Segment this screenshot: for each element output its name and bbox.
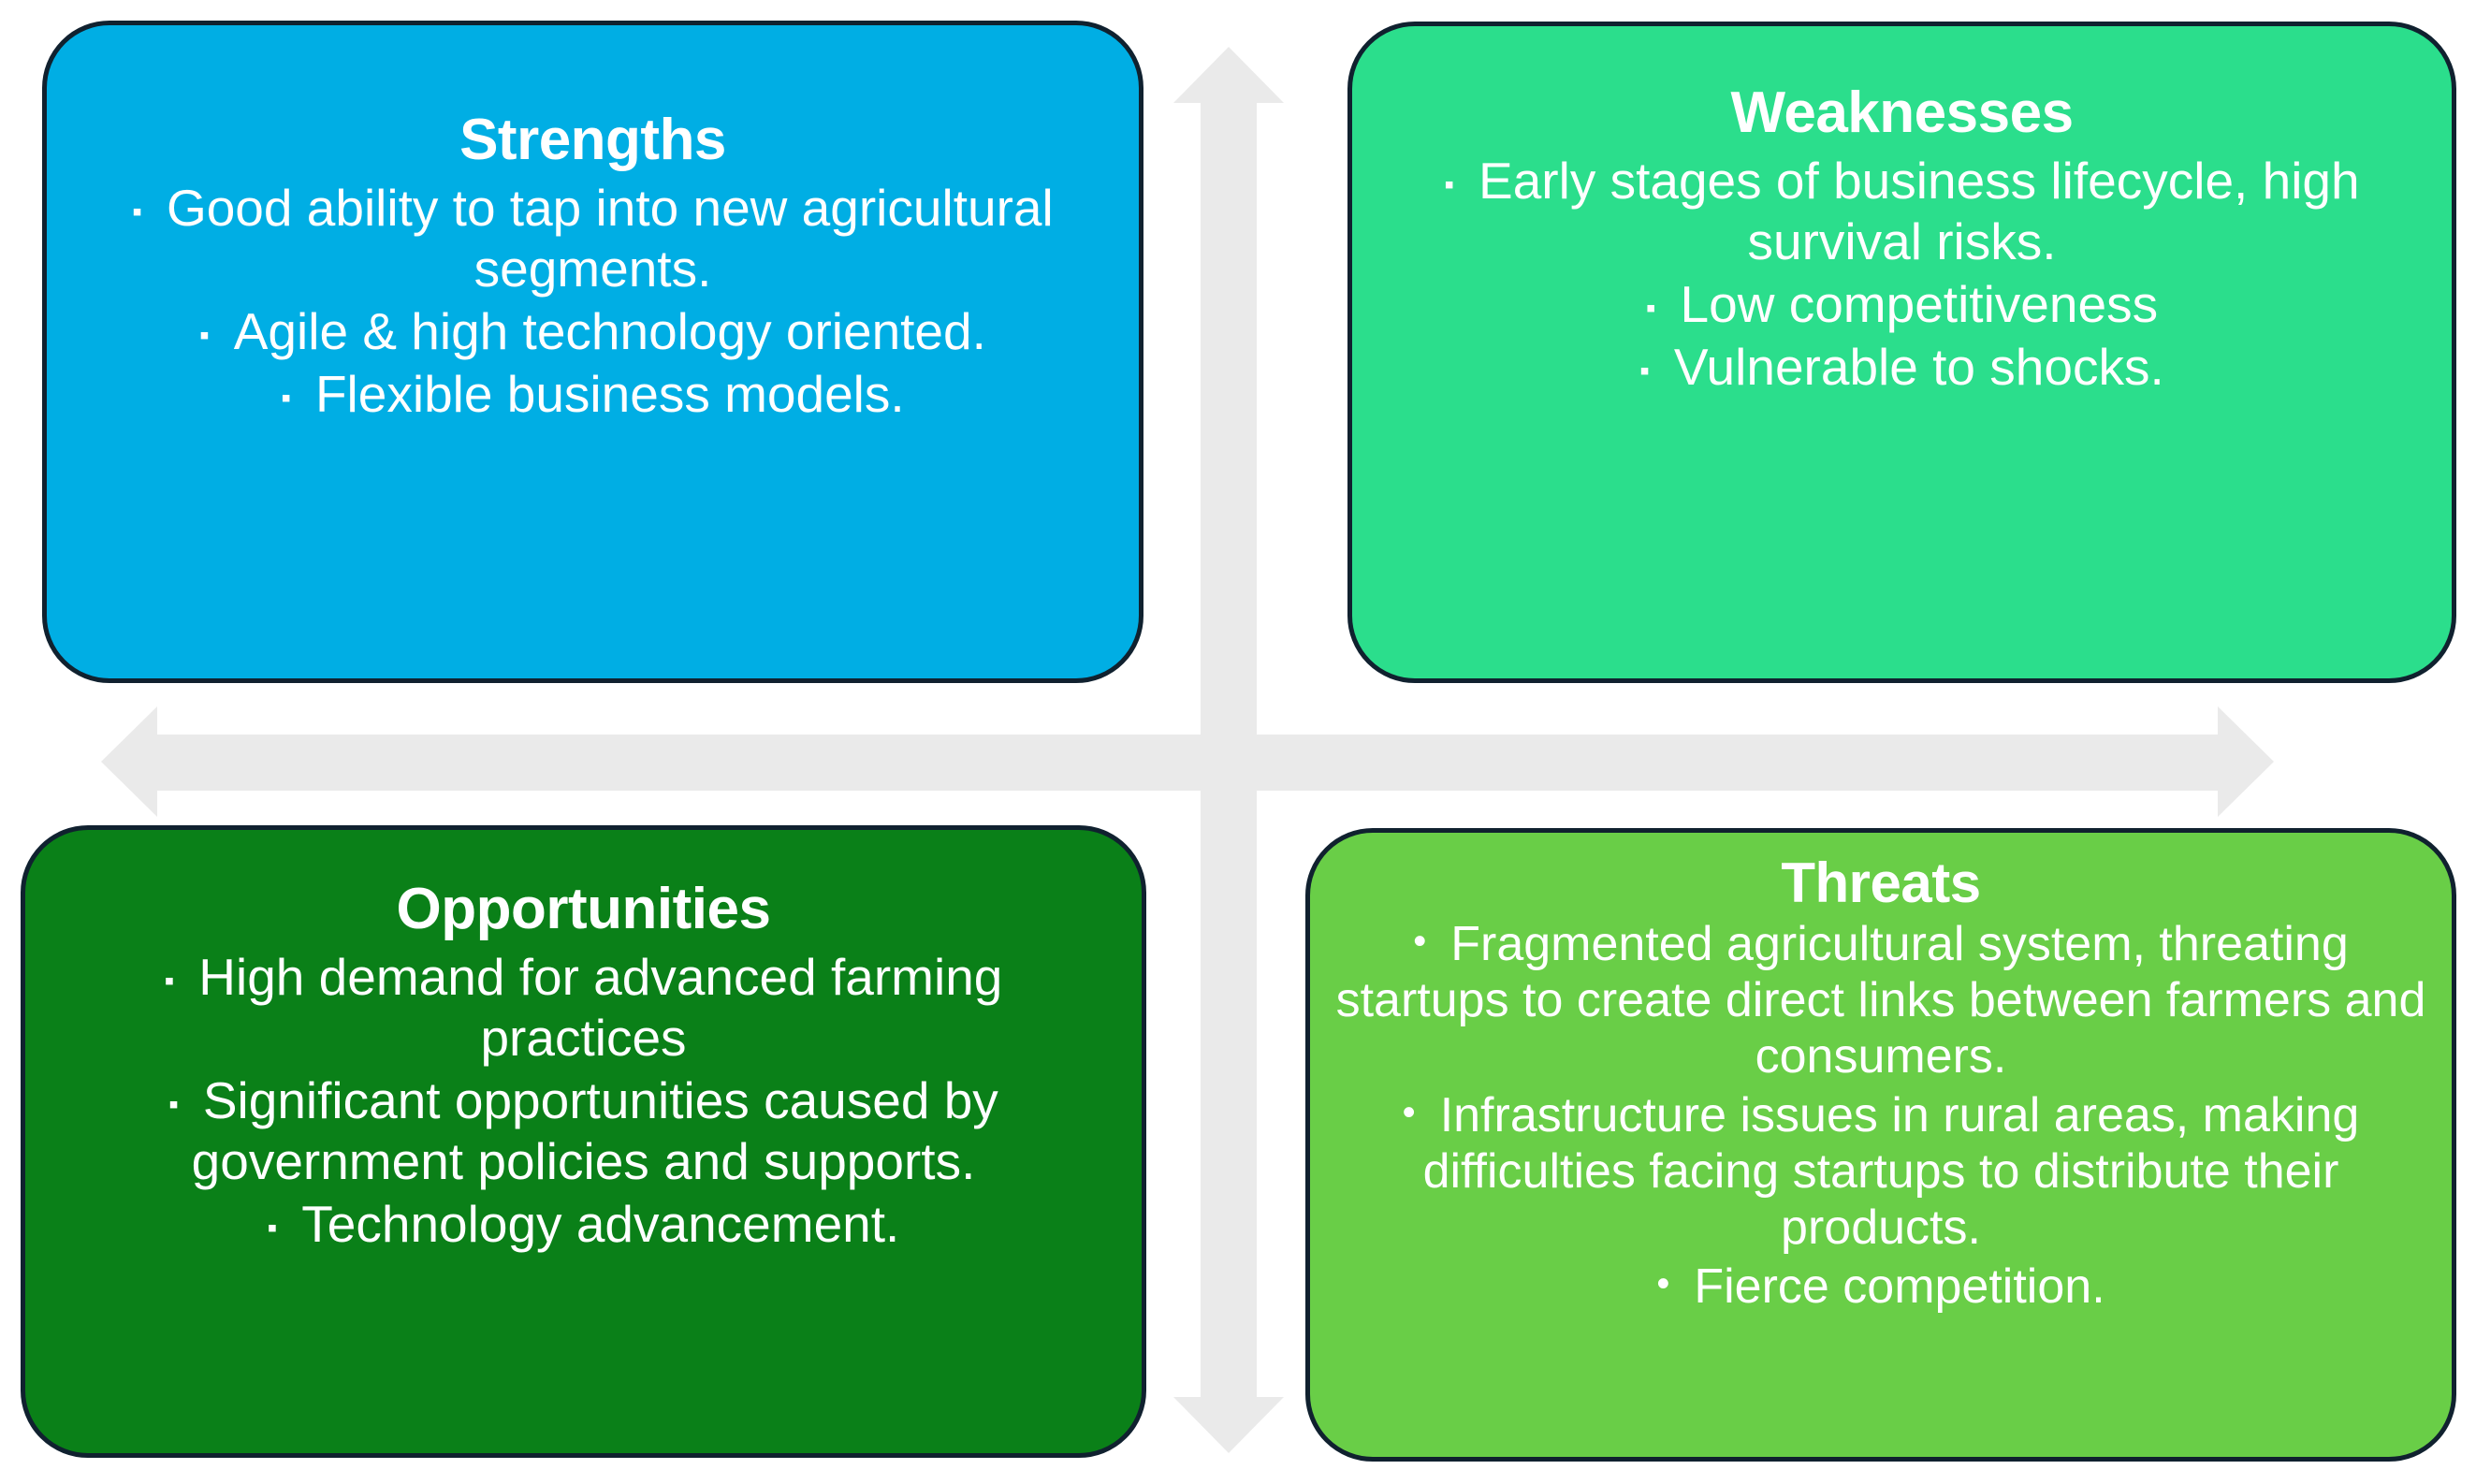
bullet-square-icon: ▪ <box>164 966 175 997</box>
up-down-arrow-icon <box>1173 47 1284 1453</box>
quadrant-threats-list: •Fragmented agricultural system, threati… <box>1310 916 2452 1317</box>
list-item: ▪ Early stages of business lifecycle, hig… <box>1352 151 2452 272</box>
quadrant-weaknesses-list: ▪ Early stages of business lifecycle, hig… <box>1352 151 2452 400</box>
list-item-text: Low competitiveness <box>1680 274 2159 333</box>
quadrant-threats[interactable]: Threats •Fragmented agricultural system,… <box>1305 828 2456 1462</box>
list-item: •Fragmented agricultural system, threati… <box>1310 916 2452 1085</box>
list-item-text: Technology advancement. <box>301 1194 900 1253</box>
bullet-square-icon: ▪ <box>1645 292 1656 324</box>
list-item-text: Significant opportunities caused by gove… <box>191 1070 998 1190</box>
bullet-disc-icon: • <box>1413 921 1427 963</box>
bullet-square-icon: ▪ <box>1444 169 1455 201</box>
list-item-text: High demand for advanced farming practic… <box>198 947 1003 1067</box>
bullet-square-icon: ▪ <box>132 196 142 228</box>
list-item: ▪ Agile & high technology oriented. <box>47 301 1139 362</box>
quadrant-strengths-list: ▪ Good ability to tap into new agricultur… <box>47 178 1139 427</box>
list-item: ▪ Good ability to tap into new agricultur… <box>47 178 1139 299</box>
quadrant-threats-title: Threats <box>1781 851 1981 914</box>
list-item-text: Vulnerable to shocks. <box>1673 337 2164 396</box>
quadrant-weaknesses[interactable]: Weaknesses ▪ Early stages of business lif… <box>1347 22 2456 683</box>
quadrant-weaknesses-title: Weaknesses <box>1730 80 2074 145</box>
list-item-text: Good ability to tap into new agricultura… <box>166 178 1054 298</box>
bullet-square-icon: ▪ <box>281 382 291 414</box>
list-item: ▪ High demand for advanced farming practi… <box>25 947 1142 1069</box>
list-item-text: Fierce competition. <box>1694 1258 2105 1314</box>
list-item: ▪ Low competitiveness <box>1352 274 2452 335</box>
left-right-arrow-icon <box>101 706 2274 817</box>
bullet-square-icon: ▪ <box>168 1088 179 1120</box>
list-item-text: Fragmented agricultural system, threatin… <box>1335 916 2426 1084</box>
list-item: ▪ Flexible business models. <box>47 364 1139 425</box>
quadrant-strengths[interactable]: Strengths ▪ Good ability to tap into new … <box>42 21 1143 683</box>
list-item: •Infrastructure issues in rural areas, m… <box>1310 1087 2452 1257</box>
quadrant-strengths-title: Strengths <box>459 108 726 172</box>
list-item-text: Infrastructure issues in rural areas, ma… <box>1422 1087 2360 1256</box>
quadrant-opportunities[interactable]: Opportunities ▪ High demand for advanced … <box>21 825 1146 1458</box>
bullet-disc-icon: • <box>1656 1263 1670 1305</box>
list-item: • Fierce competition. <box>1310 1258 2452 1315</box>
bullet-square-icon: ▪ <box>267 1212 278 1244</box>
quadrant-opportunities-title: Opportunities <box>396 877 771 941</box>
list-item: ▪ Significant opportunities caused by gov… <box>25 1070 1142 1192</box>
list-item-text: Flexible business models. <box>314 364 905 423</box>
bullet-square-icon: ▪ <box>1639 355 1650 386</box>
bullet-square-icon: ▪ <box>199 319 210 351</box>
list-item: ▪ Technology advancement. <box>25 1194 1142 1255</box>
bullet-disc-icon: • <box>1402 1092 1416 1134</box>
list-item-text: Agile & high technology oriented. <box>233 301 986 360</box>
quadrant-opportunities-list: ▪ High demand for advanced farming practi… <box>25 947 1142 1256</box>
list-item: ▪ Vulnerable to shocks. <box>1352 337 2452 398</box>
list-item-text: Early stages of business lifecycle, high… <box>1478 151 2360 270</box>
